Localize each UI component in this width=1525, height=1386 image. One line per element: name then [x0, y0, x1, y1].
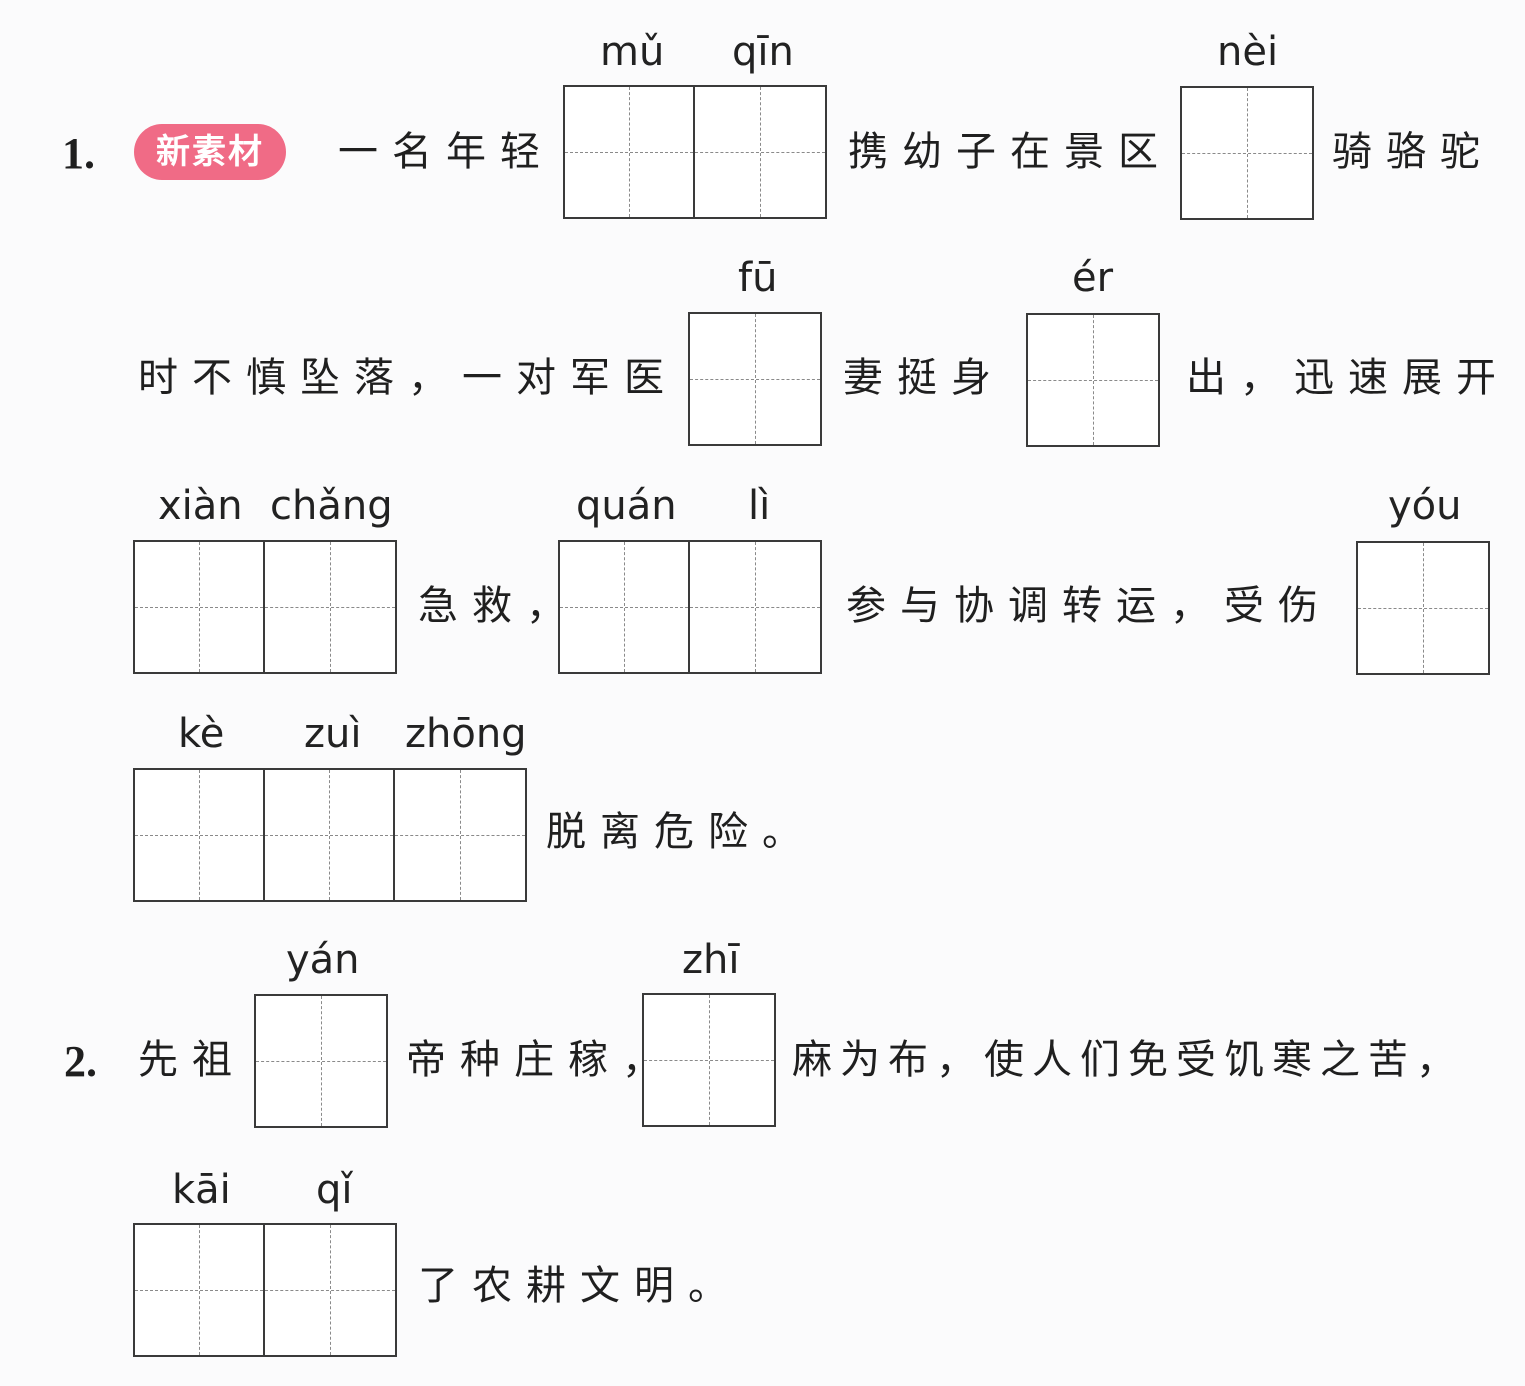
answer-cell[interactable]: [565, 87, 695, 217]
answer-cell[interactable]: [695, 87, 825, 217]
q1-text-1: 一名年轻: [338, 129, 554, 175]
pinyin-label: kāi: [172, 1167, 231, 1213]
answer-cell[interactable]: [265, 542, 395, 672]
answer-grid-zhi[interactable]: [642, 993, 776, 1127]
answer-cell[interactable]: [560, 542, 690, 672]
question-number-1: 1.: [62, 129, 95, 178]
answer-grid-quanli[interactable]: [558, 540, 822, 674]
answer-grid-fu[interactable]: [688, 312, 822, 446]
answer-grid-xianchang[interactable]: [133, 540, 397, 674]
q2-text-1: 先祖: [138, 1037, 246, 1083]
pinyin-label: zuì: [304, 711, 362, 757]
pinyin-label: nèi: [1217, 29, 1279, 75]
answer-cell[interactable]: [690, 542, 820, 672]
pinyin-label: qīn: [732, 29, 794, 75]
answer-cell[interactable]: [690, 314, 820, 444]
question-number-2: 2.: [64, 1037, 97, 1086]
pinyin-label: lì: [748, 483, 771, 529]
q1-text-7: 急救，: [418, 583, 580, 629]
q2-text-4: 了农耕文明。: [418, 1263, 742, 1309]
q1-text-6: 出，迅速展开: [1186, 355, 1510, 401]
pinyin-label: kè: [178, 711, 225, 757]
q1-text-4: 时不慎坠落，一对军医: [138, 355, 678, 401]
answer-cell[interactable]: [1358, 543, 1488, 673]
q1-text-3: 骑骆驼: [1332, 129, 1494, 175]
answer-cell[interactable]: [1182, 88, 1312, 218]
answer-cell[interactable]: [265, 1225, 395, 1355]
q2-text-2: 帝种庄稼，: [406, 1037, 676, 1083]
answer-grid-er[interactable]: [1026, 313, 1160, 447]
pinyin-label: mǔ: [600, 29, 665, 75]
answer-cell[interactable]: [135, 542, 265, 672]
q2-text-3: 麻为布，使人们免受饥寒之苦，: [792, 1037, 1464, 1083]
pinyin-label: zhī: [682, 937, 740, 983]
pinyin-label: xiàn: [158, 483, 243, 529]
answer-grid-muqin[interactable]: [563, 85, 827, 219]
answer-grid-kaiqi[interactable]: [133, 1223, 397, 1357]
answer-cell[interactable]: [135, 1225, 265, 1355]
answer-cell[interactable]: [135, 770, 265, 900]
answer-grid-kezuizhong[interactable]: [133, 768, 527, 902]
pinyin-label: quán: [576, 483, 677, 529]
answer-cell[interactable]: [265, 770, 395, 900]
new-material-badge: 新素材: [134, 124, 286, 180]
pinyin-label: ér: [1072, 255, 1114, 301]
q1-text-9: 脱离危险。: [546, 809, 816, 855]
pinyin-label: fū: [738, 255, 778, 301]
answer-cell[interactable]: [1028, 315, 1158, 445]
q1-text-5: 妻挺身: [843, 355, 1005, 401]
pinyin-label: yóu: [1388, 483, 1462, 529]
q1-text-8: 参与协调转运，受伤: [846, 583, 1332, 629]
pinyin-label: chǎng: [270, 483, 393, 529]
answer-cell[interactable]: [644, 995, 774, 1125]
answer-grid-nei[interactable]: [1180, 86, 1314, 220]
answer-grid-yan[interactable]: [254, 994, 388, 1128]
answer-grid-you[interactable]: [1356, 541, 1490, 675]
pinyin-label: qǐ: [316, 1167, 353, 1213]
pinyin-label: yán: [286, 937, 360, 983]
pinyin-label: zhōng: [405, 711, 527, 757]
answer-cell[interactable]: [395, 770, 525, 900]
q1-text-2: 携幼子在景区: [848, 129, 1172, 175]
answer-cell[interactable]: [256, 996, 386, 1126]
